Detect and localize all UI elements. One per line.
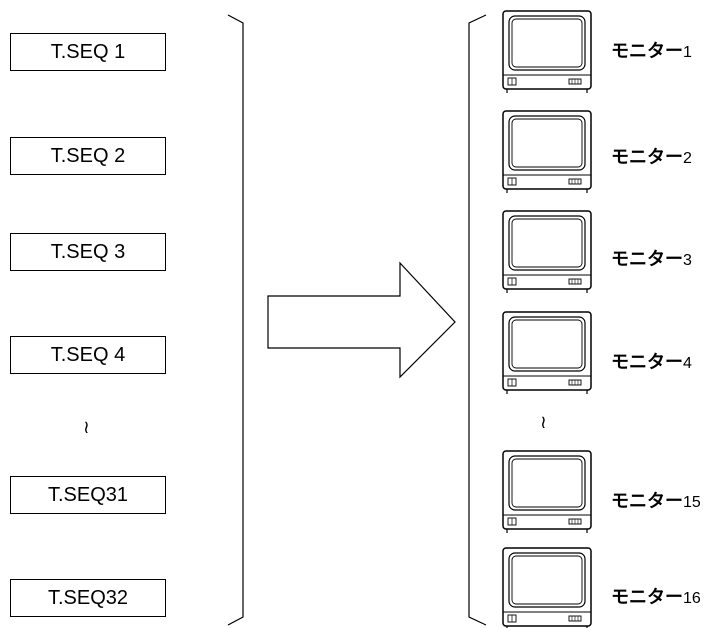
monitor-label-15: モニター15 [611,491,701,511]
right-arrow [267,261,456,379]
sequence-ellipsis: ≀ [83,417,90,437]
monitor-label-4: モニター4 [611,352,692,372]
monitor-label-16: モニター16 [611,587,701,607]
sequence-box-31: T.SEQ31 [10,476,166,514]
monitor-icon-16 [502,547,592,628]
monitor-icon-1 [502,10,592,94]
left-bracket [227,14,244,626]
monitor-icon-3 [502,210,592,294]
sequence-box-2: T.SEQ 2 [10,137,166,175]
monitor-icon-2 [502,110,592,194]
monitor-label-3: モニター3 [611,249,692,269]
monitor-label-2: モニター2 [611,147,692,167]
monitor-icon-15 [502,450,592,534]
sequence-box-32: T.SEQ32 [10,579,166,617]
sequence-box-1: T.SEQ 1 [10,33,166,71]
monitor-ellipsis: ≀ [540,412,547,432]
monitor-icon-4 [502,311,592,395]
right-bracket [468,14,487,626]
sequence-box-4: T.SEQ 4 [10,336,166,374]
monitor-label-1: モニター1 [611,41,692,61]
sequence-box-3: T.SEQ 3 [10,233,166,271]
